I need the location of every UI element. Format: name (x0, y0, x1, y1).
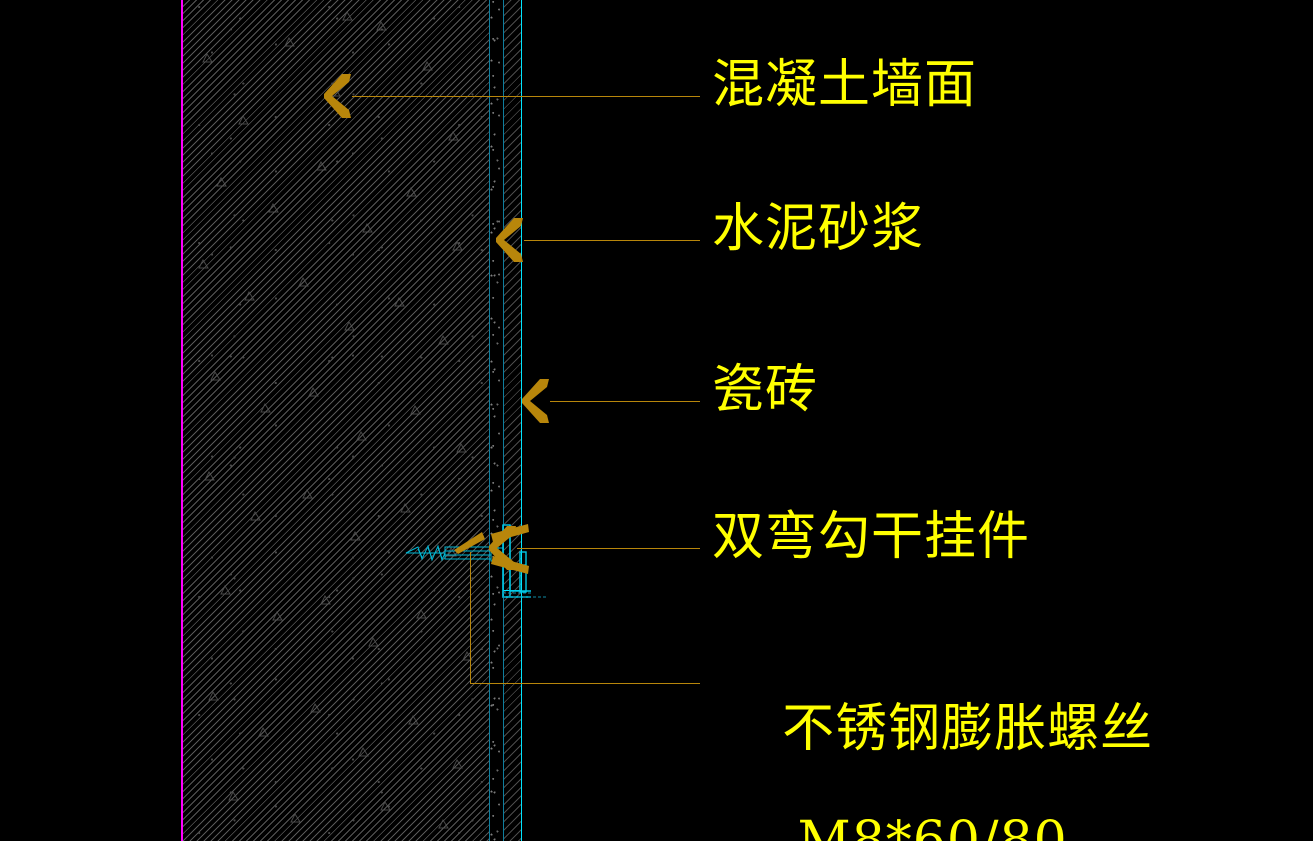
layer-line-tile-face (521, 0, 522, 841)
arrowhead-ceramic-tile (520, 377, 550, 425)
leader-line-concrete-wall (352, 96, 700, 97)
concrete-aggregate-triangles (198, 10, 473, 829)
label-expansion-bolt: 不锈钢膨胀螺丝 M8*60/80 (712, 645, 1153, 841)
leader-line-bolt-horizontal (470, 683, 700, 684)
concrete-wall-face-line (181, 0, 183, 841)
arrowhead-concrete-wall (322, 72, 352, 120)
arrowhead-cement-mortar (494, 216, 524, 264)
mortar-speckle-hatch (489, 0, 503, 841)
concrete-wall-hatch (181, 0, 489, 841)
ceramic-tile-layer (503, 0, 522, 841)
layer-line-mortar-outer (503, 0, 504, 841)
label-ceramic-tile: 瓷砖 (712, 360, 819, 420)
label-bracket: 双弯勾干挂件 (712, 507, 1031, 567)
leader-line-bolt-vertical (470, 552, 471, 683)
leader-line-ceramic-tile (550, 401, 700, 402)
label-cement-mortar: 水泥砂浆 (712, 199, 925, 259)
bracket-pointer-mark-left (454, 532, 485, 554)
label-expansion-bolt-line2: M8*60/80 (712, 813, 1153, 841)
label-expansion-bolt-line1: 不锈钢膨胀螺丝 (782, 699, 1154, 760)
leader-line-bracket (517, 548, 700, 549)
arrowhead-bracket (487, 524, 517, 572)
cement-mortar-layer (489, 0, 503, 841)
layer-line-mortar-inner (489, 0, 490, 841)
leader-line-cement-mortar (524, 240, 700, 241)
concrete-aggregate-dots (181, 0, 489, 841)
label-concrete-wall: 混凝土墙面 (712, 55, 978, 115)
